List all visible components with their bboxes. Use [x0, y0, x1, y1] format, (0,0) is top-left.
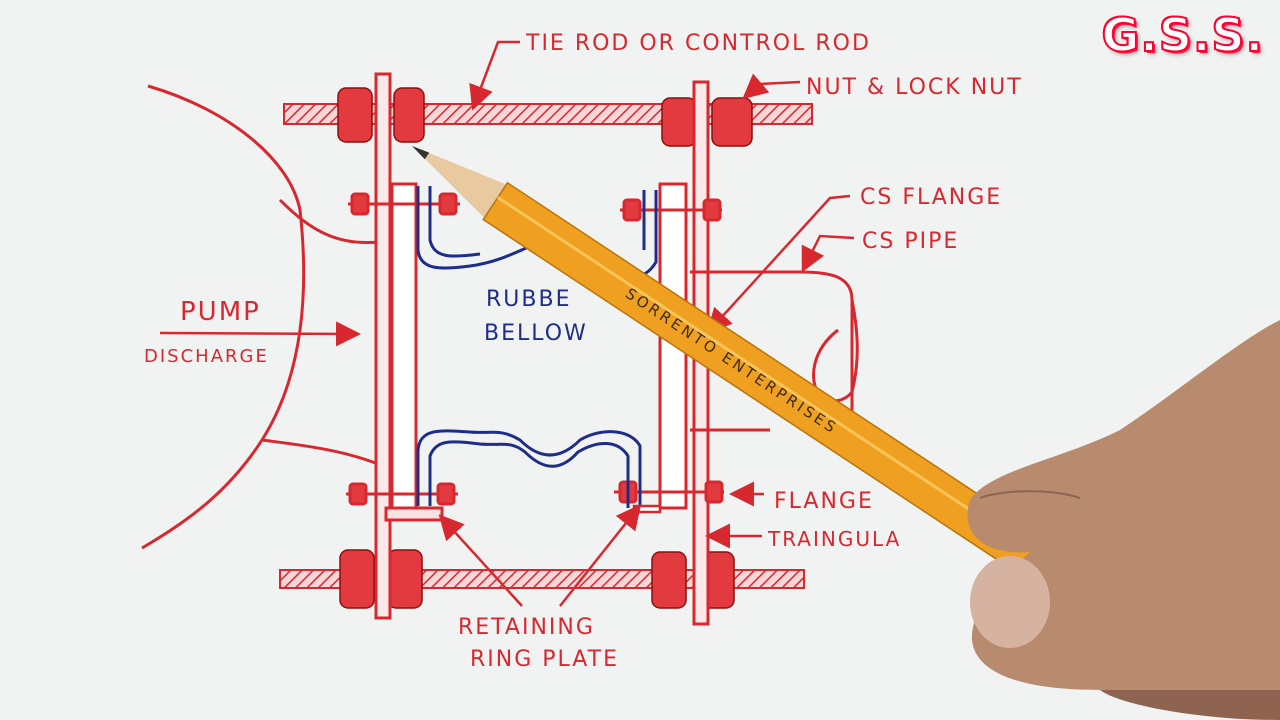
right-flange — [658, 182, 688, 510]
label-discharge: DISCHARGE — [144, 346, 269, 367]
label-triangular: TRAINGULA — [767, 527, 901, 551]
label-cs-flange: CS FLANGE — [860, 185, 1002, 210]
cs-pipe — [690, 270, 859, 432]
label-nut-lock-nut: NUT & LOCK NUT — [806, 75, 1023, 100]
label-bellow: BELLOW — [484, 321, 588, 346]
label-ring-plate: RING PLATE — [470, 647, 619, 672]
left-flange — [384, 182, 444, 522]
gss-watermark: G.S.S. — [1101, 7, 1264, 63]
label-cs-pipe: CS PIPE — [862, 229, 959, 254]
hand — [967, 320, 1280, 720]
label-flange: FLANGE — [774, 489, 874, 514]
label-pump: PUMP — [180, 297, 261, 327]
label-tie-rod: TIE ROD OR CONTROL ROD — [525, 31, 871, 56]
leader-lines — [159, 40, 855, 607]
rubber-bellow — [416, 186, 658, 508]
label-rubber: RUBBE — [486, 287, 571, 312]
label-retaining: RETAINING — [458, 615, 595, 640]
